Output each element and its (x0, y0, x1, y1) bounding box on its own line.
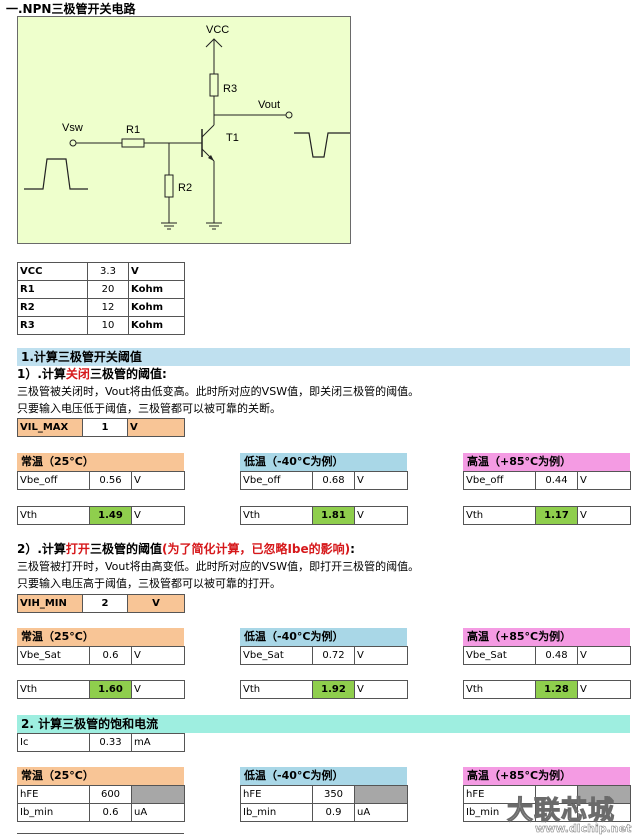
param-row-r1: R1 20 Kohm (17, 280, 185, 299)
header-low-temp-sat: 低温（-40°C为例） (240, 767, 407, 785)
vout-label: Vout (258, 99, 280, 111)
r2-resistor (164, 174, 174, 198)
output-waveform (294, 132, 350, 158)
input-waveform (24, 158, 88, 190)
sub1-desc-2: 只要输入电压低于阈值，三极管都可以被可靠的关断。 (17, 402, 281, 415)
hfe-ib-high: hFE Ib_min (463, 785, 631, 822)
header-low-temp: 低温（-40°C为例） (240, 453, 407, 471)
npn-switch-circuit-diagram: VCC R3 Vout T1 Vsw R1 R2 (17, 16, 351, 244)
section1-title: 1.计算三极管开关阈值 (17, 348, 630, 366)
watermark-text: 大联芯城 (506, 796, 616, 827)
sub2-desc-1: 三极管被打开时，Vout将由高变低。此时所对应的VSW值，即打开三极管的阈值。 (17, 560, 420, 573)
header-normal-temp: 常温（25°C） (17, 453, 184, 471)
sub2-heading: 2）.计算打开三极管的阈值(为了简化计算，已忽略Ibe的影响): (17, 542, 355, 556)
circuit-parameters-table: VCC 3.3 V R1 20 Kohm R2 12 Kohm R3 10 Ko… (17, 262, 185, 335)
header-normal-temp-on: 常温（25°C） (17, 628, 184, 646)
vsw-label: Vsw (62, 122, 83, 134)
sub1-desc-1: 三极管被关闭时，Vout将由低变高。此时所对应的VSW值，即关闭三极管的阈值。 (17, 385, 420, 398)
param-row-r2: R2 12 Kohm (17, 298, 185, 317)
r1-label: R1 (126, 124, 140, 136)
sub1-heading: 1）.计算关闭三极管的阈值: (17, 367, 167, 381)
vcc-label: VCC (206, 24, 229, 36)
r3-resistor (209, 73, 219, 97)
header-high-temp-on: 高温（+85°C为例） (463, 628, 630, 646)
param-row-vcc: VCC 3.3 V (17, 262, 185, 281)
header-high-temp-sat: 高温（+85°C为例） (463, 767, 630, 785)
header-high-temp: 高温（+85°C为例） (463, 453, 630, 471)
watermark-url: www.dlchip.net (535, 822, 632, 836)
header-normal-temp-sat: 常温（25°C） (17, 767, 184, 785)
r1-resistor (121, 138, 145, 148)
vih-min-table: VIH_MIN 2 V (17, 594, 185, 613)
param-row-r3: R3 10 Kohm (17, 316, 185, 335)
watermark-logo: 大联芯城 www.dlchip.net (505, 788, 640, 838)
vil-max-table: VIL_MAX 1 V (17, 418, 185, 437)
sub2-desc-2: 只要输入电压高于阈值，三极管都可以被可靠的打开。 (17, 577, 281, 590)
t1-label: T1 (226, 132, 239, 144)
r3-label: R3 (223, 83, 237, 95)
circuit-section-title: 一.NPN三极管开关电路 (6, 2, 136, 16)
header-low-temp-on: 低温（-40°C为例） (240, 628, 407, 646)
cut-off-row (17, 833, 184, 838)
r2-label: R2 (178, 182, 192, 194)
section2-title: 2. 计算三极管的饱和电流 (17, 715, 630, 733)
